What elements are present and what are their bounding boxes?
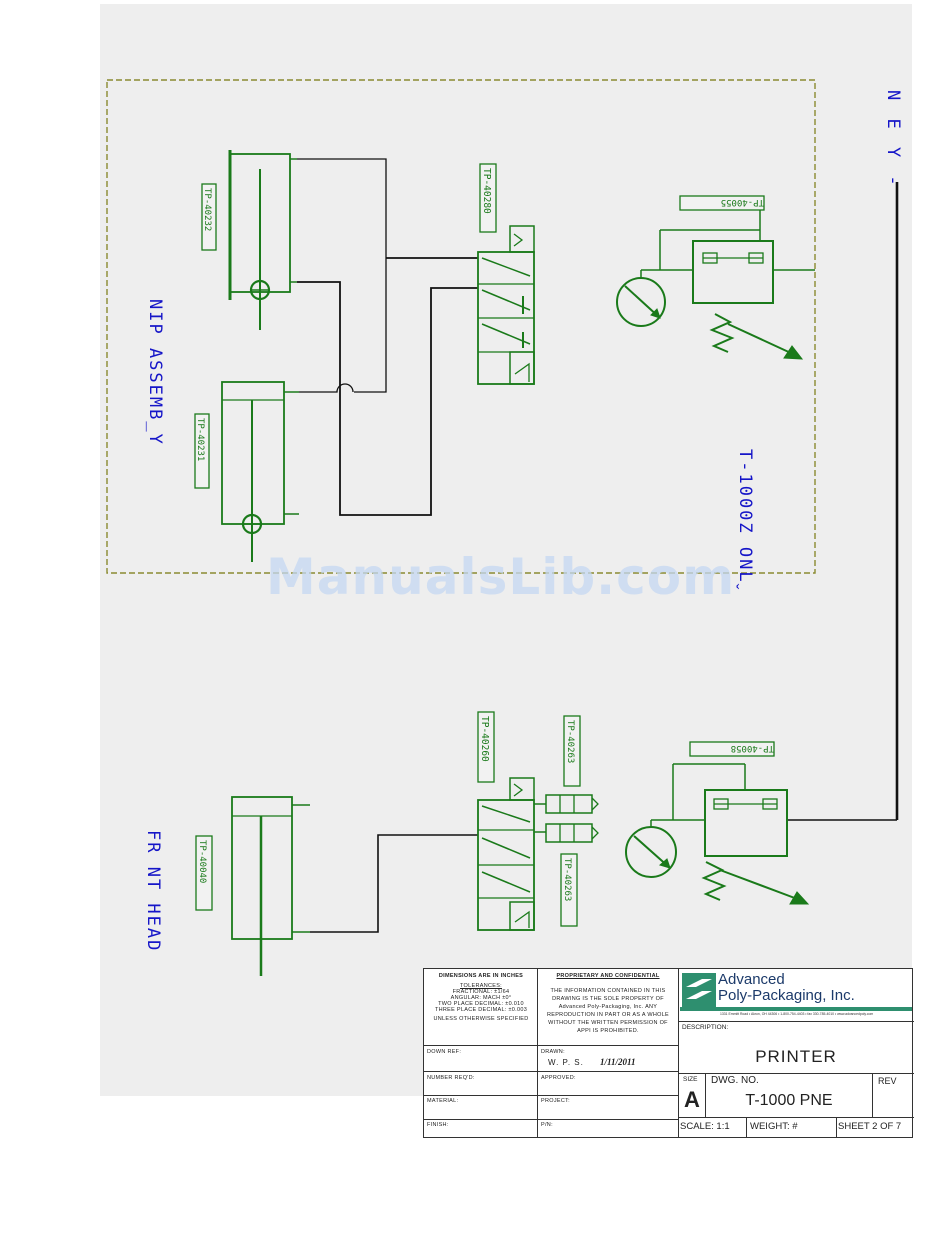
svg-text:TP-40263: TP-40263 <box>562 858 572 901</box>
svg-text:TP-40263: TP-40263 <box>565 720 575 763</box>
watermark: ManualsLib.com <box>266 548 736 606</box>
head-piping <box>310 834 478 933</box>
drawn-date: 1/11/2011 <box>600 1057 636 1067</box>
t1000z-only-label: T-1000Z ONLˬ <box>735 449 755 591</box>
rev-label: REV <box>878 1076 897 1086</box>
part-box-head-cylinder: TP-40040 <box>195 835 213 911</box>
head-muffler-lower <box>545 823 599 843</box>
sheet-value: SHEET 2 OF 7 <box>838 1121 902 1132</box>
weight-value: WEIGHT: # <box>750 1121 798 1132</box>
part-box-nip-cyl-lower: TP-40231 <box>194 413 210 489</box>
head-cylinder <box>231 796 310 976</box>
size-value: A <box>684 1087 700 1112</box>
pneumatic-schematic: N E Y - NIP ASSEMB_Y T-1000Z ONLˬ FR NT … <box>106 79 903 976</box>
title-block: DIMENSIONS ARE IN INCHES TOLERANCES: FRA… <box>423 968 914 1138</box>
nip-piping <box>297 158 478 516</box>
svg-text:TP-40040: TP-40040 <box>197 840 207 883</box>
print-head-label: FR NT HEAD <box>143 830 163 952</box>
number-required-label: NUMBER REQ'D: <box>427 1075 475 1081</box>
proprietary-note: PROPRIETARY AND CONFIDENTIAL THE INFORMA… <box>546 973 670 1034</box>
nip-cylinder-upper <box>228 150 297 330</box>
part-box-head-regulator: TP-40058 <box>689 741 775 757</box>
dwg-no-label: DWG. NO. <box>711 1075 759 1086</box>
finish-label: FINISH: <box>427 1122 449 1128</box>
head-valve <box>477 777 546 931</box>
nip-assembly-frame <box>106 79 816 574</box>
part-box-nip-cyl-upper: TP-40232 <box>201 183 217 251</box>
description-value: PRINTER <box>755 1047 837 1066</box>
drawn-label: DRAWN: <box>541 1049 565 1055</box>
nip-cylinder-lower <box>221 381 299 562</box>
svg-text:TP-40260: TP-40260 <box>479 716 490 762</box>
company-logo-icon <box>682 973 716 1007</box>
part-box-head-muffler-upper: TP-40263 <box>563 715 581 787</box>
svg-text:TP-40055: TP-40055 <box>721 197 764 207</box>
part-box-nip-valve: TP-40280 <box>479 163 497 233</box>
exhaust-connection-label: N E Y - <box>883 90 903 190</box>
down-ref-label: DOWN REF: <box>427 1049 462 1055</box>
size-label: SIZE <box>683 1076 698 1083</box>
drawn-by: W. P. S. <box>548 1058 584 1067</box>
nip-valve <box>477 225 535 385</box>
part-box-head-muffler-lower: TP-40263 <box>560 853 578 927</box>
project-label: PROJECT: <box>541 1098 570 1104</box>
description-label: DESCRIPTION: <box>682 1024 729 1031</box>
head-pressure-gauge <box>625 819 705 878</box>
svg-text:TP-40232: TP-40232 <box>202 188 212 231</box>
material-label: MATERIAL: <box>427 1098 459 1104</box>
head-muffler-upper <box>545 794 599 814</box>
part-box-head-valve: TP-40260 <box>477 711 495 783</box>
approved-label: APPROVED: <box>541 1075 576 1081</box>
svg-text:TP-40280: TP-40280 <box>481 168 492 214</box>
nip-regulator <box>659 210 815 360</box>
svg-text:TP-40058: TP-40058 <box>731 743 774 753</box>
drawing-sheet: N E Y - NIP ASSEMB_Y T-1000Z ONLˬ FR NT … <box>100 4 912 1096</box>
company-logo: Advanced Poly-Packaging, Inc. 1331 Emmit… <box>680 971 912 1019</box>
part-box-nip-regulator: TP-40055 <box>679 195 765 211</box>
nip-assembly-label: NIP ASSEMB_Y <box>145 299 165 446</box>
part-number-label: P/N: <box>541 1122 553 1128</box>
dwg-no-value: T-1000 PNE <box>745 1092 833 1109</box>
svg-text:TP-40231: TP-40231 <box>195 418 205 461</box>
head-regulator <box>672 763 810 905</box>
scale-value: SCALE: 1:1 <box>680 1121 730 1132</box>
nip-pressure-gauge <box>616 269 693 327</box>
dimensions-note: DIMENSIONS ARE IN INCHES TOLERANCES: FRA… <box>433 973 529 1022</box>
